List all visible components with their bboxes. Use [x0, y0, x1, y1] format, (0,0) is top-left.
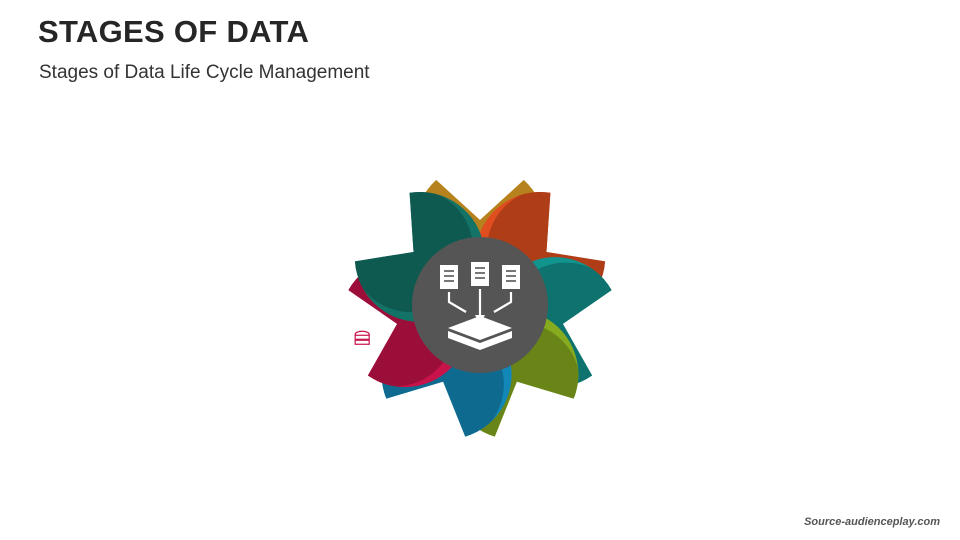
stage-label-line1: Data [389, 456, 419, 472]
stage-label-line1: Data [465, 101, 495, 117]
documents-merge-icon [440, 262, 520, 350]
database-backup-icon [590, 320, 620, 347]
stage-label-line2: Maintenance [577, 190, 657, 206]
shredder-icon [368, 210, 393, 240]
stage-label-line1: Data [636, 330, 666, 346]
network-database-icon [464, 162, 496, 194]
stage-label-line1: Data [328, 171, 358, 187]
center-hub [412, 237, 548, 373]
stage-label-line2: Usage [536, 475, 577, 491]
stage-label-line2: Destruction [308, 190, 379, 206]
hand-chart-icon [520, 403, 547, 434]
page-title: STAGES OF DATA [38, 14, 310, 49]
database-wrench-icon [567, 214, 597, 237]
newspaper-icon [411, 407, 439, 432]
stage-label-line2: Generation [445, 120, 514, 136]
source-credit: Source-audienceplay.com [804, 516, 940, 528]
page-subtitle: Stages of Data Life Cycle Management [39, 62, 370, 83]
archive-icon [343, 318, 370, 345]
stage-label-line2: Publication [370, 475, 439, 491]
stage-label-line2: Backup [627, 349, 674, 365]
stage-label-line1: Data [602, 171, 632, 187]
stage-label-line2: Data [295, 349, 325, 365]
stage-label-line1: Data [541, 456, 571, 472]
stage-label-line1: Archival of [277, 330, 342, 346]
